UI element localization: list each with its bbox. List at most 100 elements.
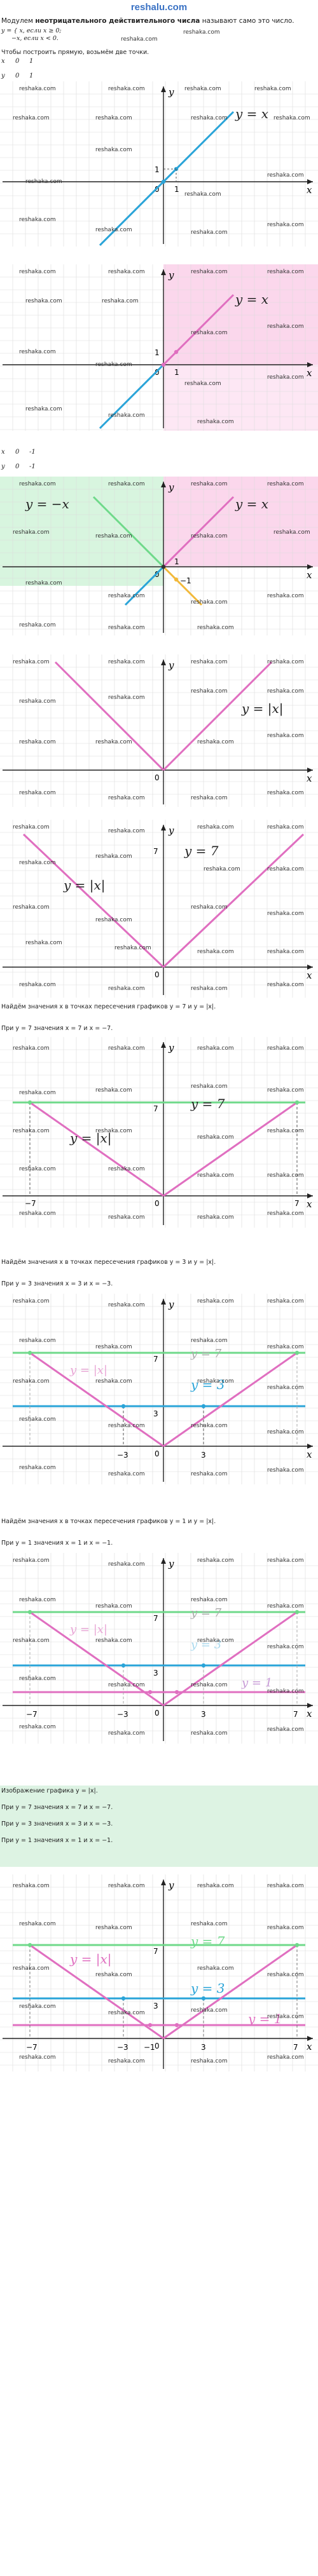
watermark: reshaka.com	[19, 860, 56, 866]
tick-neg1: −1	[180, 576, 191, 585]
line-abs-x-right	[163, 1944, 298, 2040]
watermark: reshaka.com	[13, 1637, 50, 1644]
label-y-eq-7: y = 7	[184, 843, 219, 858]
watermark: reshaka.com	[191, 599, 228, 606]
tick-neg3: −3	[117, 1710, 128, 1719]
watermark: reshaka.com	[95, 1972, 132, 1978]
result-1-text: При y = 1 значения x = 1 и x = −1.	[1, 1540, 113, 1547]
watermark: reshaka.com	[108, 1214, 145, 1221]
watermark: reshaka.com	[25, 940, 62, 946]
intro-text-bold: неотрицательного действительного числа	[35, 17, 200, 25]
watermark: reshaka.com	[267, 481, 304, 487]
watermark: reshaka.com	[191, 659, 228, 665]
origin-label: 0	[155, 1449, 160, 1458]
watermark: reshaka.com	[108, 1883, 145, 1889]
watermark: reshaka.com	[191, 115, 228, 121]
watermark: reshaka.com	[19, 982, 56, 988]
label-y-eq-absx: y = |x|	[63, 878, 106, 893]
tick-3-x: 3	[201, 1451, 206, 1460]
y-axis-arrow	[161, 825, 166, 830]
site-logo[interactable]: reshalu.com	[130, 2, 188, 13]
watermark: reshaka.com	[25, 580, 62, 586]
piece-label: y =	[1, 27, 12, 34]
watermark: reshaka.com	[197, 1045, 234, 1052]
watermark: reshaka.com	[267, 790, 304, 796]
y-axis-arrow	[161, 269, 166, 275]
tick-7: 7	[153, 847, 158, 856]
tick-1-y: 1	[155, 165, 160, 174]
watermark: reshaka.com	[267, 222, 304, 228]
watermark: reshaka.com	[267, 866, 304, 872]
watermark: reshaka.com	[13, 659, 50, 665]
line-abs-x-left	[22, 833, 165, 968]
line-y-eq-x-negative	[99, 363, 165, 430]
shaded-region-quadrant-4	[163, 365, 318, 431]
watermark: reshaka.com	[95, 917, 132, 923]
watermark: reshaka.com	[197, 1172, 234, 1179]
watermark: reshaka.com	[267, 172, 304, 179]
watermark: reshaka.com	[267, 1385, 304, 1391]
watermark: reshaka.com	[267, 2014, 304, 2020]
watermark: reshaka.com	[267, 688, 304, 695]
watermark: reshaka.com	[191, 1730, 228, 1737]
watermark: reshaka.com	[13, 1965, 50, 1972]
watermark: reshaka.com	[108, 1682, 145, 1688]
tick-1-x: 1	[174, 368, 179, 377]
watermark: reshaka.com	[197, 1637, 234, 1644]
final-title: Изображение графика y = |x|.	[1, 1787, 98, 1794]
watermark: reshaka.com	[95, 1378, 132, 1385]
line-abs-x-left	[29, 1352, 164, 1447]
watermark: reshaka.com	[191, 229, 228, 236]
watermark: reshaka.com	[267, 1045, 304, 1052]
final-1: При y = 1 значения x = 1 и x = −1.	[1, 1837, 113, 1844]
x-axis-label: x	[307, 1449, 312, 1460]
watermark: reshaka.com	[191, 1083, 228, 1090]
watermark: reshaka.com	[267, 1467, 304, 1474]
watermark: reshaka.com	[19, 2054, 56, 2061]
x-axis-label: x	[307, 184, 312, 196]
watermark: reshaka.com	[197, 1298, 234, 1305]
intersection-right-7	[294, 1942, 300, 1948]
watermark: reshaka.com	[191, 2058, 228, 2064]
watermark: reshaka.com	[19, 739, 56, 745]
watermark: reshaka.com	[184, 86, 221, 92]
label-y-eq-1: y = 1	[241, 1676, 272, 1690]
watermark: reshaka.com	[13, 1557, 50, 1564]
watermark: reshaka.com	[273, 529, 310, 536]
tick-neg7: −7	[26, 1710, 38, 1719]
line-abs-x-right	[163, 1101, 298, 1197]
tick-1-x: 1	[174, 185, 179, 194]
intersection-left-3	[121, 1996, 126, 2001]
line-y-eq-x	[162, 496, 235, 568]
watermark: reshaka.com	[267, 824, 304, 830]
piecewise-definition: y = { x, если x ≥ 0;	[1, 27, 62, 34]
watermark: reshaka.com	[95, 1128, 132, 1134]
watermark: reshaka.com	[13, 1045, 50, 1052]
piece-2: −x, если x < 0.	[11, 35, 59, 42]
watermark: reshaka.com	[25, 298, 62, 304]
y-axis-label: y	[168, 86, 174, 98]
line-abs-x-right	[162, 661, 273, 771]
watermark: reshaka.com	[19, 86, 56, 92]
intro-text-a: Модулем	[1, 17, 36, 25]
watermark: reshaka.com	[197, 1134, 234, 1141]
watermark: reshaka.com	[267, 1603, 304, 1610]
tick-7-x: 7	[294, 1199, 300, 1208]
watermark: reshaka.com	[95, 147, 132, 153]
x-axis-arrow	[307, 1703, 313, 1708]
piece-1: x, если x ≥ 0;	[19, 27, 62, 34]
watermark: reshaka.com	[19, 1724, 56, 1730]
watermark: reshaka.com	[13, 824, 50, 830]
watermark: reshaka.com	[108, 1423, 145, 1429]
intro-text-c: называют само это число.	[200, 17, 294, 25]
watermark: reshaka.com	[197, 1214, 234, 1221]
watermark: reshaka.com	[19, 2003, 56, 2010]
